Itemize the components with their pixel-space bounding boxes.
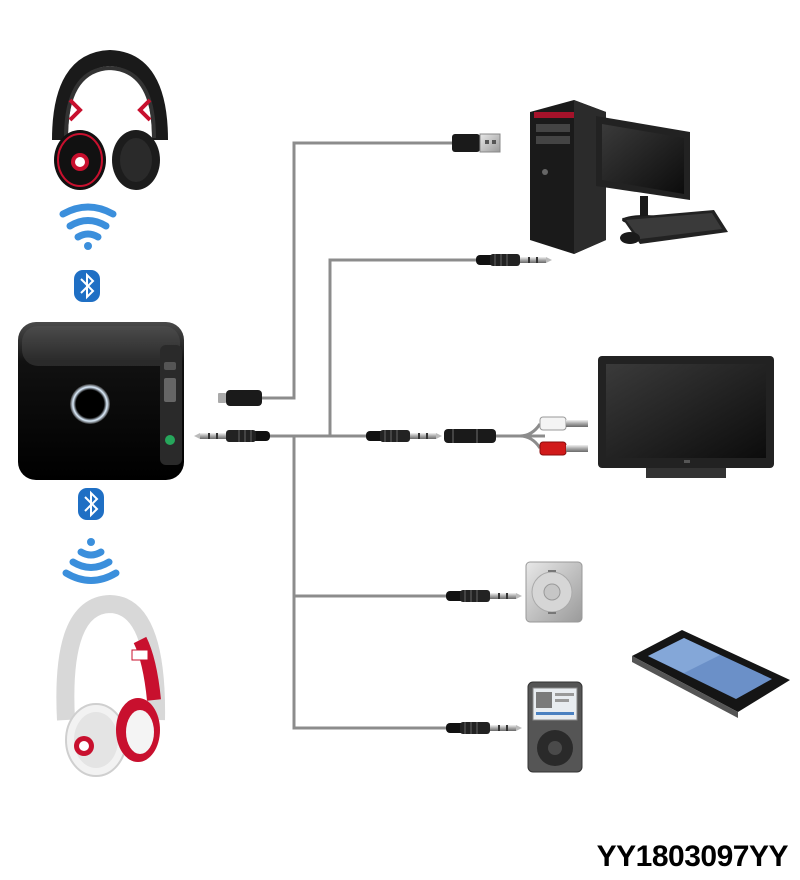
ipod-classic-icon xyxy=(527,681,583,773)
bluetooth-icon xyxy=(74,270,100,302)
usb-plug-icon xyxy=(452,133,501,153)
smartphone-icon xyxy=(632,630,790,718)
cable-to-ipod-shuffle xyxy=(292,436,448,730)
wifi-signal-icon xyxy=(59,203,117,250)
desktop-computer-icon xyxy=(530,100,728,254)
rca-plug-icon xyxy=(519,416,588,456)
ipod-shuffle-icon xyxy=(525,561,583,623)
cable-network xyxy=(262,141,545,730)
wifi-signal-icon xyxy=(62,538,120,584)
audio-jack-icon xyxy=(446,722,522,734)
cable-usb-to-computer xyxy=(262,141,452,400)
cable-jack-to-computer xyxy=(270,258,480,438)
headphones-white-icon xyxy=(56,594,166,777)
bluetooth-icon xyxy=(78,488,104,520)
bluetooth-transmitter-device xyxy=(18,322,184,480)
audio-jack-icon xyxy=(194,430,270,442)
audio-jack-icon xyxy=(366,430,442,442)
television-icon xyxy=(598,356,774,478)
product-code: YY1803097YY xyxy=(596,840,789,873)
headphones-black-icon xyxy=(52,49,168,190)
audio-jack-icon xyxy=(476,254,552,266)
audio-jack-icon xyxy=(446,590,522,602)
audio-jack-socket-icon xyxy=(444,429,496,443)
micro-usb-plug-icon xyxy=(218,390,262,406)
